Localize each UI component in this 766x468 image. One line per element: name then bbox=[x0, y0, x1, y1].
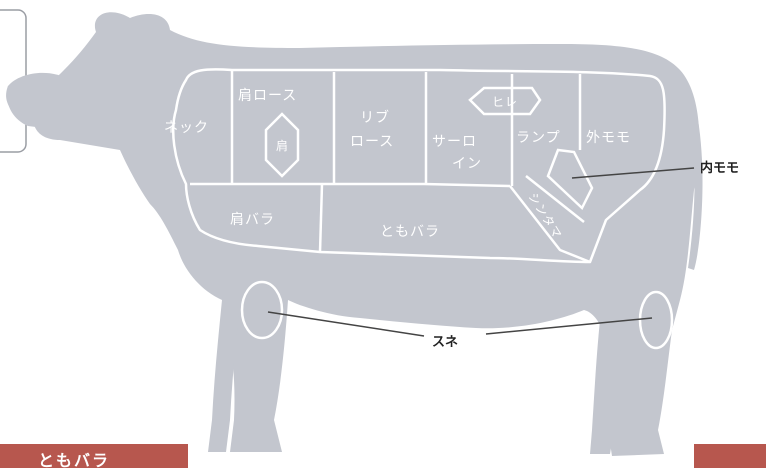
inside-round-shape bbox=[546, 148, 594, 211]
callout-label-inside-round[interactable]: 内モモ bbox=[700, 160, 739, 176]
cut-label-shoulder-belly[interactable]: 肩バラ bbox=[230, 212, 275, 228]
cut-label-rump[interactable]: ランプ bbox=[516, 130, 561, 146]
front-shank-oval bbox=[240, 280, 284, 340]
callout-label-shank[interactable]: スネ bbox=[432, 335, 458, 350]
cut-label-outside-round[interactable]: 外モモ bbox=[586, 130, 631, 146]
cut-label-sirloin-1[interactable]: サーロ bbox=[432, 134, 477, 150]
fillet-shape bbox=[468, 86, 542, 116]
cut-outline bbox=[172, 68, 666, 264]
cut-label-rib-loin-1[interactable]: リブ bbox=[360, 109, 390, 126]
cut-label-fillet[interactable]: ヒレ bbox=[492, 95, 518, 109]
cow-silhouette bbox=[6, 12, 703, 457]
shoulder-inner-shape bbox=[264, 112, 300, 178]
bottom-tab-left-bg bbox=[0, 444, 188, 468]
bottom-tab-left[interactable]: ともバラ bbox=[0, 444, 188, 468]
callout-lines bbox=[267, 167, 695, 337]
cut-label-shoulder-loin[interactable]: 肩ロース bbox=[238, 88, 297, 104]
bottom-tab-left-label[interactable]: ともバラ bbox=[38, 451, 110, 468]
cut-label-shoulder[interactable]: 肩 bbox=[276, 138, 289, 153]
cut-label-sirloin-2[interactable]: イン bbox=[452, 156, 482, 172]
rear-shank-oval bbox=[638, 290, 674, 350]
cut-label-rib-loin-2[interactable]: ロース bbox=[350, 134, 394, 150]
cut-label-flank-belly[interactable]: ともバラ bbox=[380, 224, 440, 240]
cut-label-neck[interactable]: ネック bbox=[164, 120, 209, 136]
cut-lines bbox=[172, 68, 666, 264]
bottom-tab-right[interactable] bbox=[694, 444, 766, 468]
